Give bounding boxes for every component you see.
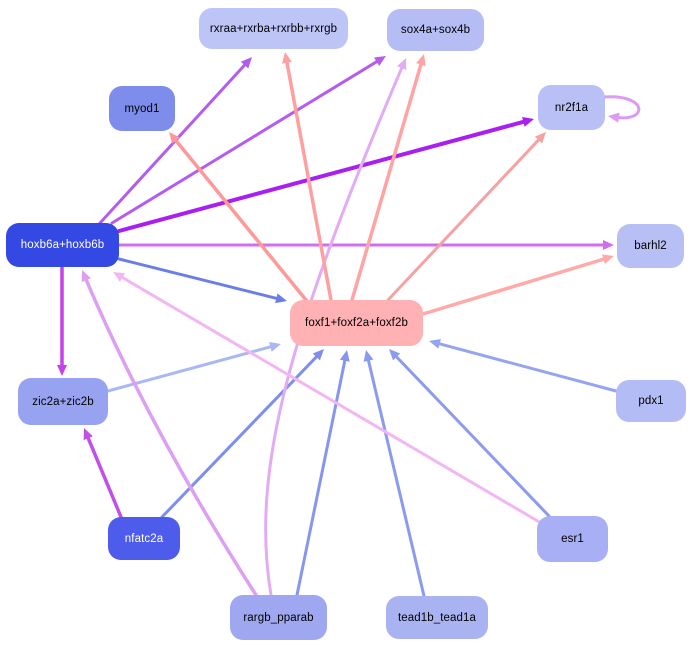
- arrowhead-rargb-foxf1: [339, 350, 350, 362]
- arrowhead-foxf1-barhl2: [602, 254, 614, 264]
- node-myod1[interactable]: myod1: [109, 86, 175, 131]
- arrowhead-pdx1-foxf1: [429, 339, 441, 349]
- node-hoxb6a[interactable]: hoxb6a+hoxb6b: [6, 223, 119, 267]
- edge-rargb-hoxb6a: [81, 270, 258, 597]
- edge-foxf1-myod1: [169, 132, 308, 302]
- node-label-nfatc2a: nfatc2a: [124, 532, 164, 545]
- node-label-myod1: myod1: [124, 102, 160, 115]
- node-label-nr2f1a: nr2f1a: [554, 101, 589, 114]
- edge-esr1-foxf1: [389, 349, 551, 518]
- node-barhl2[interactable]: barhl2: [617, 224, 684, 268]
- arrowhead-foxf1-myod1: [169, 132, 180, 144]
- edge-esr1-hoxb6a: [113, 272, 543, 525]
- arrowhead-esr1-hoxb6a: [113, 272, 126, 282]
- node-label-sox4a: sox4a+sox4b: [400, 24, 471, 36]
- edge-rargb-foxf1: [295, 350, 350, 597]
- node-nfatc2a[interactable]: nfatc2a: [108, 517, 180, 560]
- edge-foxf1-rxraa: [282, 52, 333, 302]
- node-label-rxraa: rxraa+rxrba+rxrbb+rxrgb: [209, 22, 338, 35]
- arrowhead-hoxb6a-sox4a: [374, 56, 386, 66]
- node-rxraa[interactable]: rxraa+rxrba+rxrbb+rxrgb: [199, 8, 348, 49]
- arrowhead-rargb-hoxb6a: [81, 270, 91, 283]
- arrowhead-hoxb6a-rxraa: [240, 57, 252, 69]
- edge-hoxb6a-sox4a: [110, 56, 386, 225]
- edge-nfatc2a-foxf1: [160, 349, 324, 519]
- node-pdx1[interactable]: pdx1: [616, 380, 686, 422]
- arrowhead-nfatc2a-zic2a: [83, 428, 93, 441]
- arrowhead-hoxb6a-nr2f1a: [522, 117, 534, 127]
- arrowhead-foxf1-rxraa: [282, 52, 292, 64]
- node-esr1[interactable]: esr1: [537, 516, 608, 562]
- node-label-rargb: rargb_pparab: [243, 611, 314, 624]
- node-label-tead1b: tead1b_tead1a: [397, 611, 477, 624]
- node-tead1b[interactable]: tead1b_tead1a: [386, 596, 488, 639]
- node-rargb[interactable]: rargb_pparab: [230, 595, 327, 640]
- arrowhead-nr2f1a-nr2f1a: [608, 112, 620, 123]
- edge-hoxb6a-nr2f1a: [117, 117, 534, 233]
- arrowhead-hoxb6a-foxf1: [275, 293, 287, 304]
- node-foxf1[interactable]: foxf1+foxf2a+foxf2b: [290, 300, 423, 346]
- edge-hoxb6a-barhl2: [117, 240, 614, 250]
- edge-nr2f1a-nr2f1a: [602, 95, 641, 123]
- node-label-zic2a: zic2a+zic2b: [32, 395, 94, 408]
- arrowhead-hoxb6a-zic2a: [57, 365, 67, 376]
- edge-nfatc2a-zic2a: [83, 428, 123, 519]
- arrowhead-hoxb6a-barhl2: [603, 240, 614, 250]
- edge-pdx1-foxf1: [429, 339, 618, 393]
- arrowhead-esr1-foxf1: [389, 349, 401, 361]
- node-nr2f1a[interactable]: nr2f1a: [538, 85, 605, 130]
- node-label-barhl2: barhl2: [634, 240, 667, 252]
- node-zic2a[interactable]: zic2a+zic2b: [18, 378, 108, 425]
- node-sox4a[interactable]: sox4a+sox4b: [387, 9, 484, 51]
- arrowhead-foxf1-sox4a: [416, 54, 426, 66]
- edge-rargb-sox4a: [264, 58, 407, 597]
- edge-hoxb6a-rxraa: [98, 57, 252, 225]
- arrowhead-zic2a-foxf1: [269, 342, 281, 352]
- node-label-hoxb6a: hoxb6a+hoxb6b: [20, 239, 105, 251]
- node-label-esr1: esr1: [561, 533, 584, 545]
- edge-hoxb6a-foxf1: [117, 257, 287, 304]
- edge-tead1b-foxf1: [363, 350, 426, 598]
- edge-hoxb6a-zic2a: [57, 265, 67, 376]
- edge-foxf1-nr2f1a: [386, 132, 546, 302]
- edge-foxf1-barhl2: [421, 254, 614, 316]
- edge-foxf1-sox4a: [350, 54, 426, 302]
- arrowhead-foxf1-nr2f1a: [534, 132, 546, 144]
- arrowhead-nfatc2a-foxf1: [312, 349, 324, 361]
- node-label-foxf1: foxf1+foxf2a+foxf2b: [305, 317, 408, 329]
- arrowhead-rargb-sox4a: [397, 58, 407, 71]
- node-label-pdx1: pdx1: [638, 395, 664, 407]
- arrowhead-tead1b-foxf1: [363, 350, 374, 362]
